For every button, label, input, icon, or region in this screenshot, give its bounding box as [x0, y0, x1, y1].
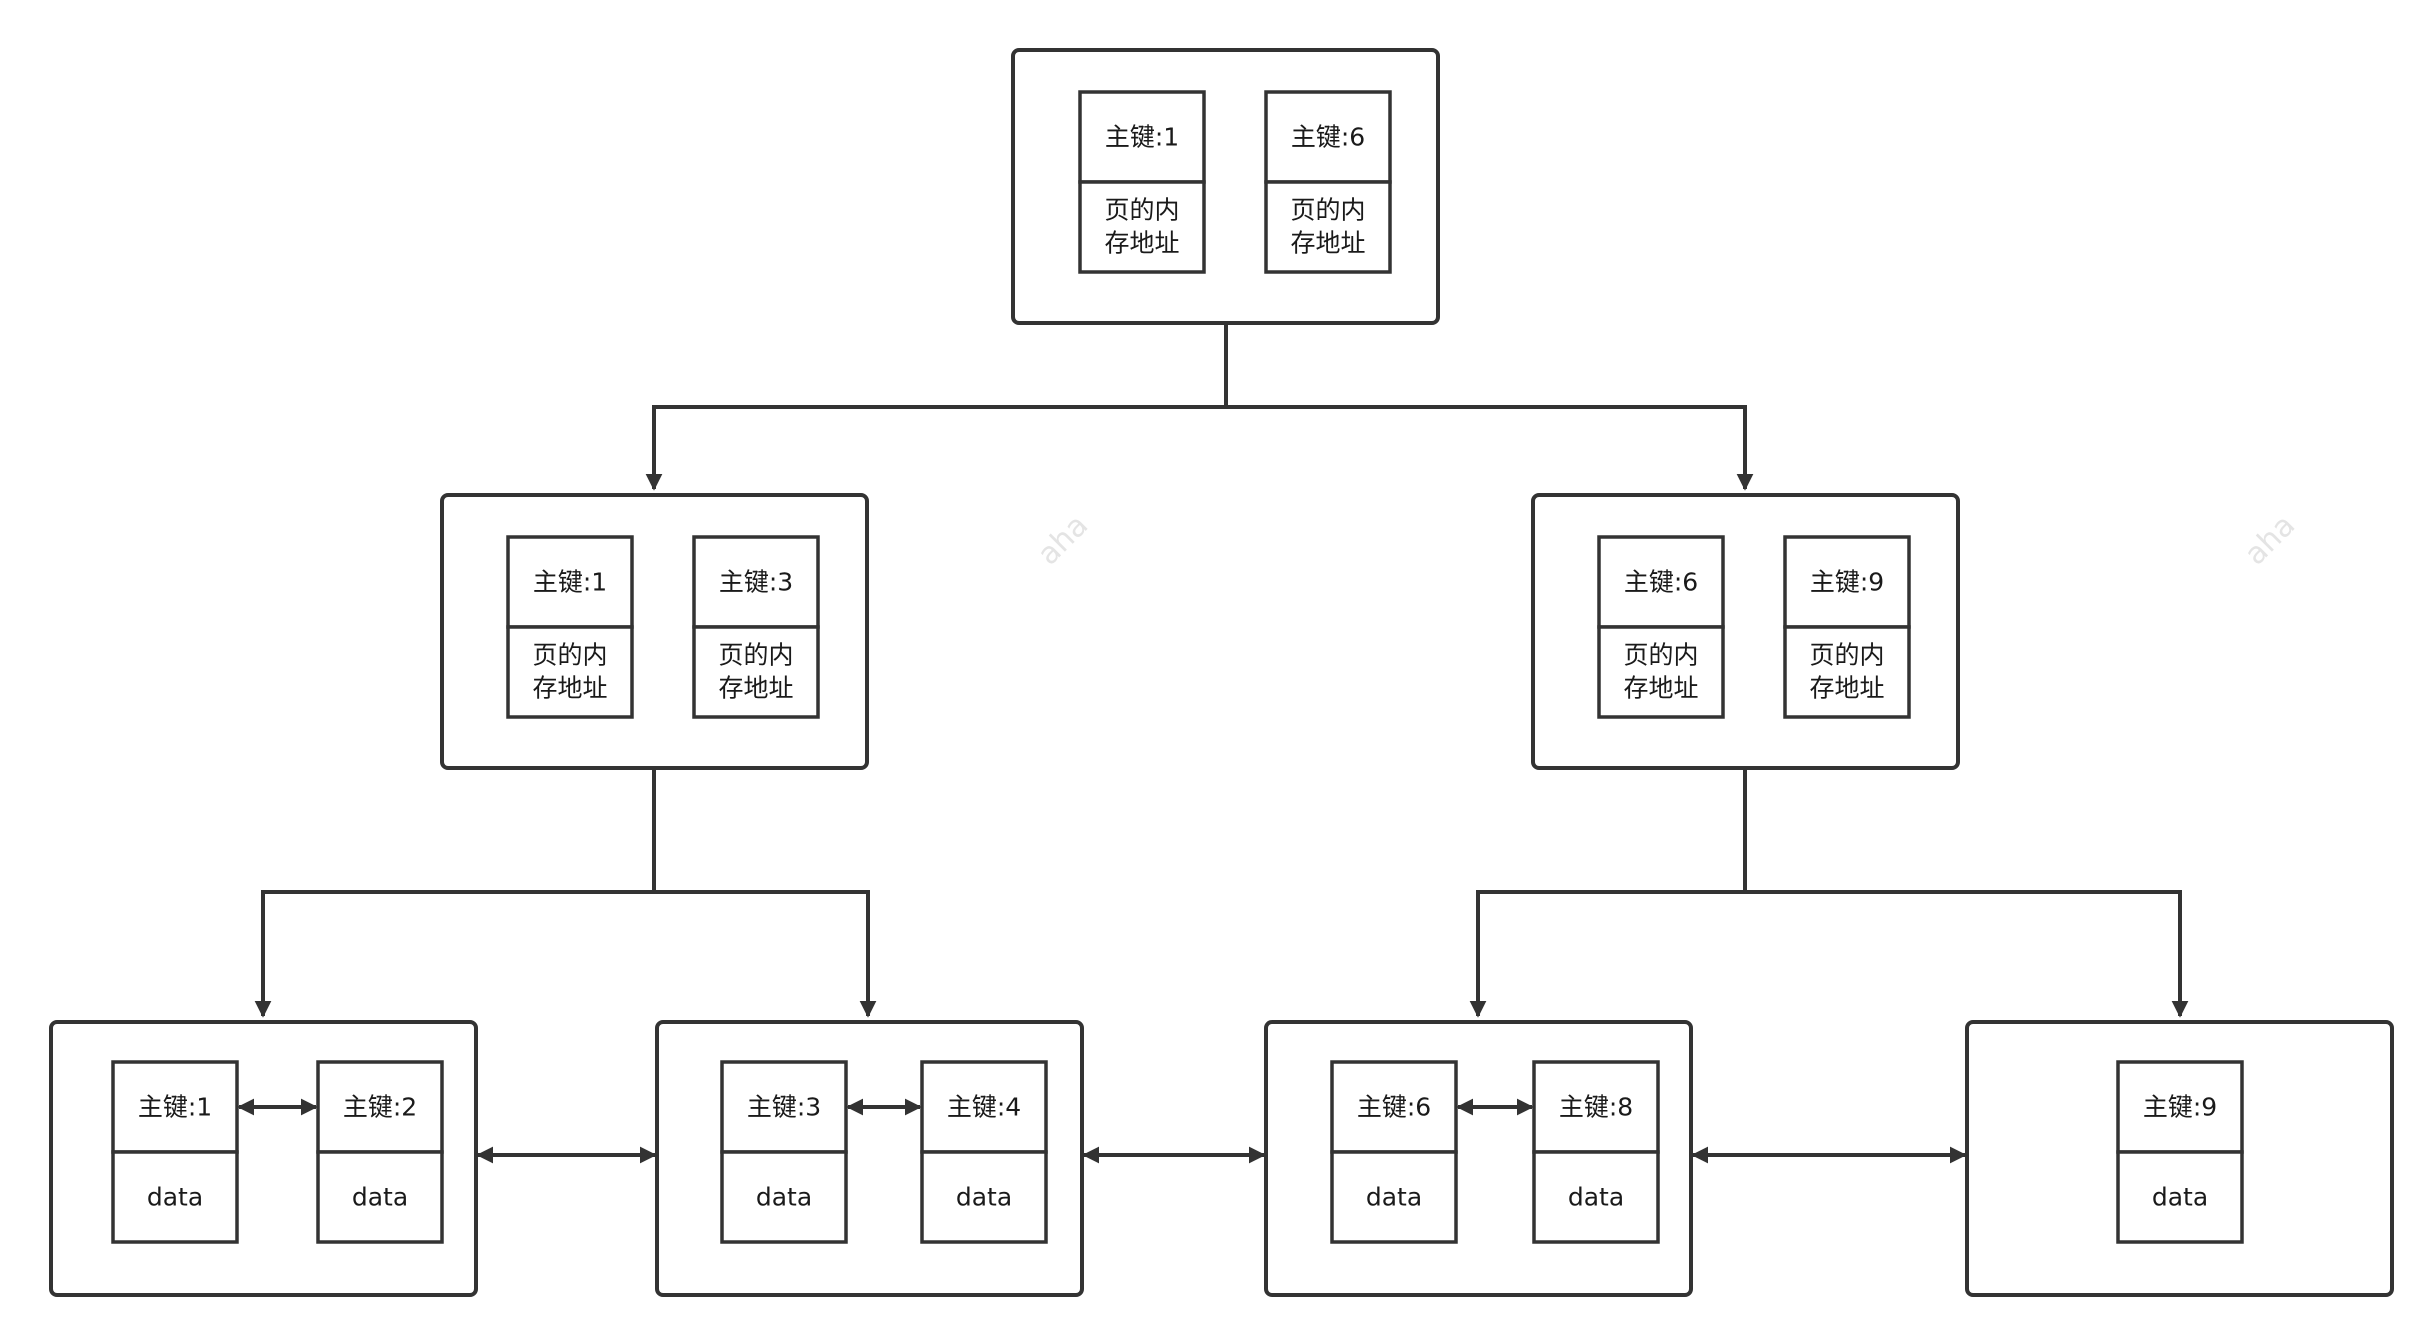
leaf-entry: 主键:1 data	[111, 1060, 239, 1244]
edge-internal-left-to-leaf-2	[654, 890, 877, 1018]
internal-page-right: 主键:6 页的内 存地址 主键:9 页的内 存地址	[1531, 493, 1960, 770]
data-cell	[2116, 1150, 2244, 1244]
pointer-label: 页的内	[1623, 641, 1698, 670]
key-label: 主键:2	[343, 1093, 417, 1122]
data-cell	[720, 1150, 848, 1244]
key-label: 主键:6	[1357, 1093, 1431, 1122]
internal-entry: 主键:3 页的内 存地址	[692, 535, 820, 719]
internal-entry: 主键:6 页的内 存地址	[1597, 535, 1725, 719]
root-entry-1: 主键:1 页的内 存地址	[1078, 90, 1206, 274]
key-label: 主键:1	[533, 568, 607, 597]
data-label: data	[1366, 1183, 1422, 1212]
pointer-label: 页的内	[1809, 641, 1884, 670]
edge-internal-right-to-leaf-3	[1469, 767, 1747, 1018]
data-cell	[1330, 1150, 1458, 1244]
key-cell	[2116, 1060, 2244, 1154]
key-cell	[506, 535, 634, 629]
key-label: 主键:8	[1559, 1093, 1633, 1122]
watermark: aha	[2238, 508, 2302, 572]
leaf-entry: 主键:3 data	[720, 1060, 848, 1244]
key-cell	[1783, 535, 1911, 629]
leaf-page-1: 主键:1 data 主键:2 data	[49, 1020, 478, 1297]
key-label: 主键:9	[2143, 1093, 2217, 1122]
leaf-page-2: 主键:3 data 主键:4 data	[655, 1020, 1084, 1297]
key-cell	[1078, 90, 1206, 184]
edge-root-to-internal-left	[645, 323, 1228, 491]
pointer-cell	[506, 625, 634, 719]
pointer-cell	[692, 625, 820, 719]
pointer-cell	[1264, 180, 1392, 274]
watermark: aha	[1031, 508, 1095, 572]
pointer-label: 存地址	[718, 674, 793, 703]
data-cell	[316, 1150, 444, 1244]
leaf-entry: 主键:9 data	[2116, 1060, 2244, 1244]
key-label: 主键:3	[719, 568, 793, 597]
pointer-label: 页的内	[532, 641, 607, 670]
key-label: 主键:4	[947, 1093, 1021, 1122]
pointer-label: 存地址	[1290, 229, 1365, 258]
key-label: 主键:9	[1810, 568, 1884, 597]
data-label: data	[1568, 1183, 1624, 1212]
data-cell	[920, 1150, 1048, 1244]
pointer-label: 页的内	[1104, 196, 1179, 225]
pointer-label: 存地址	[1104, 229, 1179, 258]
leaf-page-4: 主键:9 data	[1965, 1020, 2394, 1297]
key-cell	[1264, 90, 1392, 184]
edge-internal-right-to-leaf-4	[1745, 890, 2189, 1018]
data-label: data	[2152, 1183, 2208, 1212]
data-label: data	[756, 1183, 812, 1212]
data-label: data	[147, 1183, 203, 1212]
key-label: 主键:1	[138, 1093, 212, 1122]
leaf-entry: 主键:2 data	[316, 1060, 444, 1244]
key-label: 主键:3	[747, 1093, 821, 1122]
pointer-cell	[1783, 625, 1911, 719]
pointer-cell	[1597, 625, 1725, 719]
key-cell	[692, 535, 820, 629]
leaf-entry: 主键:4 data	[920, 1060, 1048, 1244]
key-label: 主键:6	[1624, 568, 1698, 597]
key-cell	[1597, 535, 1725, 629]
edge-internal-left-to-leaf-1	[254, 767, 656, 1018]
leaf-entry: 主键:6 data	[1330, 1060, 1458, 1244]
pointer-label: 页的内	[718, 641, 793, 670]
internal-page-left: 主键:1 页的内 存地址 主键:3 页的内 存地址	[440, 493, 869, 770]
data-label: data	[956, 1183, 1012, 1212]
pointer-cell	[1078, 180, 1206, 274]
pointer-label: 存地址	[1809, 674, 1884, 703]
data-cell	[111, 1150, 239, 1244]
pointer-label: 页的内	[1290, 196, 1365, 225]
internal-entry: 主键:9 页的内 存地址	[1783, 535, 1911, 719]
edge-root-to-internal-right	[1226, 405, 1754, 491]
key-cell	[720, 1060, 848, 1154]
root-page: 主键:1 页的内 存地址 主键:6 页的内 存地址	[1011, 48, 1440, 325]
root-entry-2: 主键:6 页的内 存地址	[1264, 90, 1392, 274]
leaf-entry: 主键:8 data	[1532, 1060, 1660, 1244]
key-label: 主键:6	[1291, 123, 1365, 152]
internal-entry: 主键:1 页的内 存地址	[506, 535, 634, 719]
pointer-label: 存地址	[532, 674, 607, 703]
data-cell	[1532, 1150, 1660, 1244]
pointer-label: 存地址	[1623, 674, 1698, 703]
leaf-page-3: 主键:6 data 主键:8 data	[1264, 1020, 1693, 1297]
key-label: 主键:1	[1105, 123, 1179, 152]
data-label: data	[352, 1183, 408, 1212]
